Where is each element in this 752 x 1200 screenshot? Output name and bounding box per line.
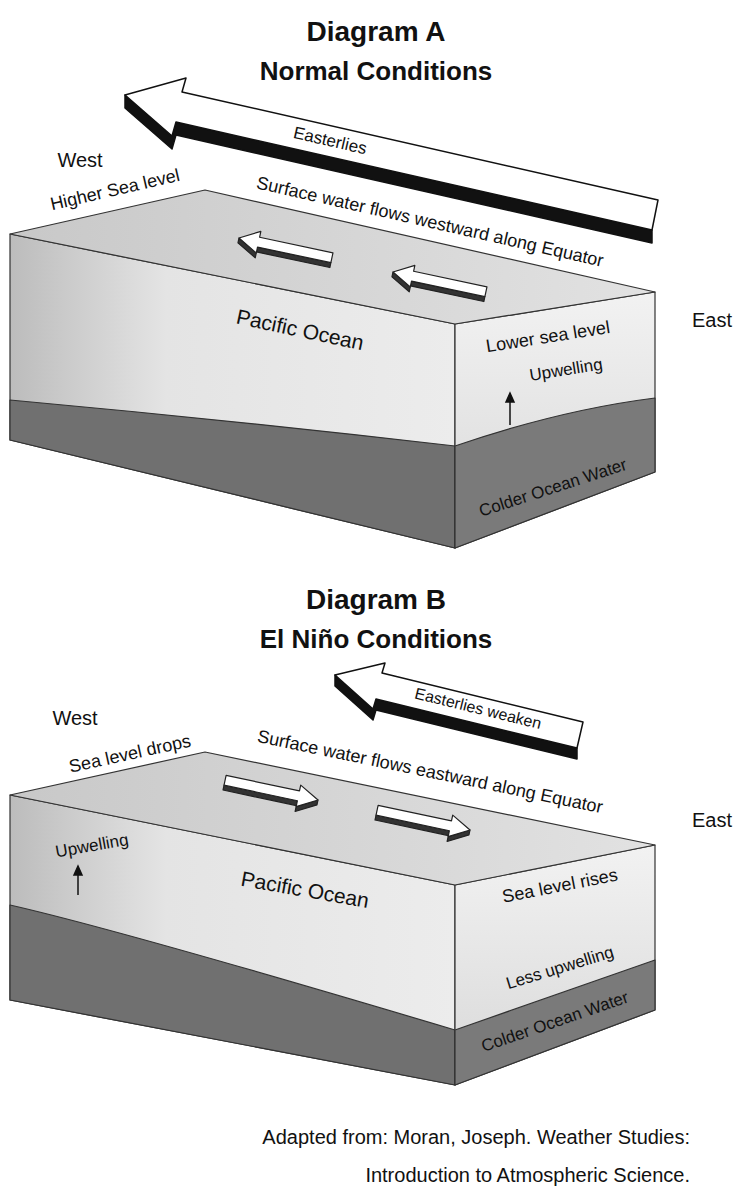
arrow-top [375,799,472,840]
direction-label: West [52,707,97,730]
right-face [455,292,655,548]
water-layer-label: Colder Ocean Water [477,455,630,521]
direction-label: East [692,309,732,332]
sea-level-label: Sea level rises [501,865,620,908]
ocean-label: Pacific Ocean [234,305,366,356]
water-layer-label: Colder Ocean Water [479,988,631,1057]
direction-label: West [57,149,102,172]
sea-level-label: Lower sea level [485,317,612,357]
diagram-title: Diagram A [306,16,445,48]
surface-arrow [390,261,489,307]
arrow-label: Easterlies weaken [413,685,543,734]
diagram-title: Diagram B [306,584,446,616]
cold-water-front [10,905,455,1085]
arrow-top [391,261,488,302]
arrow-top [335,663,583,748]
upwelling-label: Upwelling [528,355,604,386]
surface-arrow [374,799,473,845]
direction-label: East [692,809,732,832]
diagram-subtitle: El Niño Conditions [260,625,493,655]
flow-label: Surface water flows westward along Equat… [255,173,606,272]
upwelling-label: Upwelling [54,830,130,862]
surface-arrow [222,769,321,815]
flow-label: Surface water flows eastward along Equat… [255,726,604,818]
arrow-top [223,769,320,810]
surface-arrow [236,227,335,273]
easterlies-arrow [335,663,583,759]
top-face [10,752,655,885]
arrow-label: Easterlies [291,123,368,159]
diagram-subtitle: Normal Conditions [260,57,493,87]
right-face [455,845,655,1085]
upwelling-arrow [74,866,82,895]
sea-level-label: Higher Sea level [48,165,181,215]
arrow-head [506,393,514,402]
arrow-head [74,866,82,875]
upwelling-arrow [506,393,514,425]
upwelling-label: Less upwelling [504,942,616,993]
sea-level-label: Sea level drops [67,731,193,778]
arrow-top [237,227,334,268]
arrow-shaft [77,873,79,895]
arrow-shaft [509,400,511,425]
cold-water-front [10,400,455,548]
ocean-label: Pacific Ocean [239,867,371,913]
source-caption: Adapted from: Moran, Joseph. Weather Stu… [220,1118,690,1194]
cold-water-right [455,398,655,548]
